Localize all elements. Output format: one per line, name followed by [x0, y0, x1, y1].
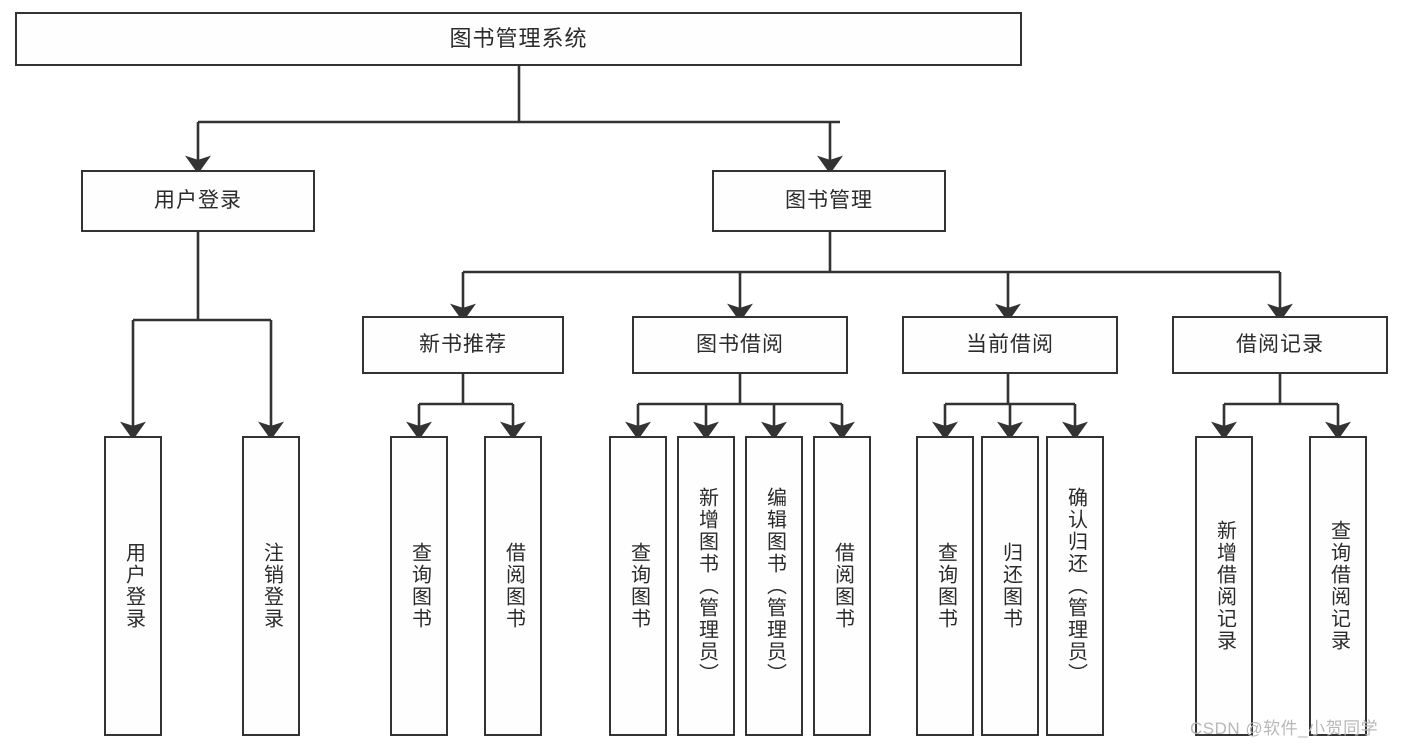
leaf-label: 查询图书 — [408, 542, 431, 630]
leaf-label: 查询借阅记录 — [1327, 520, 1350, 652]
node-book-borrow-label: 图书借阅 — [696, 333, 784, 357]
node-root-system[interactable]: 图书管理系统 — [15, 12, 1022, 66]
leaf-label: 新增图书（管理员） — [695, 487, 718, 685]
node-current-borrow[interactable]: 当前借阅 — [902, 316, 1118, 374]
leaf-borrow-borrow-book[interactable]: 借阅图书 — [813, 436, 871, 736]
node-borrow-record[interactable]: 借阅记录 — [1172, 316, 1388, 374]
leaf-record-query-record[interactable]: 查询借阅记录 — [1309, 436, 1367, 736]
node-book-borrow[interactable]: 图书借阅 — [632, 316, 848, 374]
node-book-management-label: 图书管理 — [785, 189, 873, 213]
leaf-label: 查询图书 — [627, 542, 650, 630]
leaf-current-query-book[interactable]: 查询图书 — [916, 436, 974, 736]
leaf-borrow-query-book[interactable]: 查询图书 — [609, 436, 667, 736]
leaf-user-login-signout[interactable]: 注销登录 — [242, 436, 300, 736]
leaf-label: 用户登录 — [122, 542, 145, 630]
node-new-book-recommend-label: 新书推荐 — [419, 333, 507, 357]
node-borrow-record-label: 借阅记录 — [1236, 333, 1324, 357]
leaf-label: 查询图书 — [934, 542, 957, 630]
node-user-login[interactable]: 用户登录 — [81, 170, 315, 232]
leaf-borrow-add-book-admin[interactable]: 新增图书（管理员） — [677, 436, 735, 736]
leaf-user-login-signin[interactable]: 用户登录 — [104, 436, 162, 736]
leaf-label: 注销登录 — [260, 542, 283, 630]
node-root-label: 图书管理系统 — [449, 25, 588, 51]
leaf-label: 借阅图书 — [831, 542, 854, 630]
node-user-login-label: 用户登录 — [154, 189, 242, 213]
node-book-management[interactable]: 图书管理 — [712, 170, 946, 232]
leaf-label: 归还图书 — [999, 542, 1022, 630]
leaf-recommend-borrow-book[interactable]: 借阅图书 — [484, 436, 542, 736]
leaf-current-confirm-return-admin[interactable]: 确认归还（管理员） — [1046, 436, 1104, 736]
leaf-borrow-edit-book-admin[interactable]: 编辑图书（管理员） — [745, 436, 803, 736]
leaf-label: 借阅图书 — [502, 542, 525, 630]
node-new-book-recommend[interactable]: 新书推荐 — [362, 316, 564, 374]
leaf-recommend-query-book[interactable]: 查询图书 — [390, 436, 448, 736]
leaf-record-add-record[interactable]: 新增借阅记录 — [1195, 436, 1253, 736]
leaf-label: 编辑图书（管理员） — [763, 487, 786, 685]
leaf-label: 确认归还（管理员） — [1064, 487, 1087, 685]
csdn-watermark: CSDN @软件_小贺同学 — [1190, 719, 1379, 738]
leaf-label: 新增借阅记录 — [1213, 520, 1236, 652]
leaf-current-return-book[interactable]: 归还图书 — [981, 436, 1039, 736]
node-current-borrow-label: 当前借阅 — [966, 333, 1054, 357]
